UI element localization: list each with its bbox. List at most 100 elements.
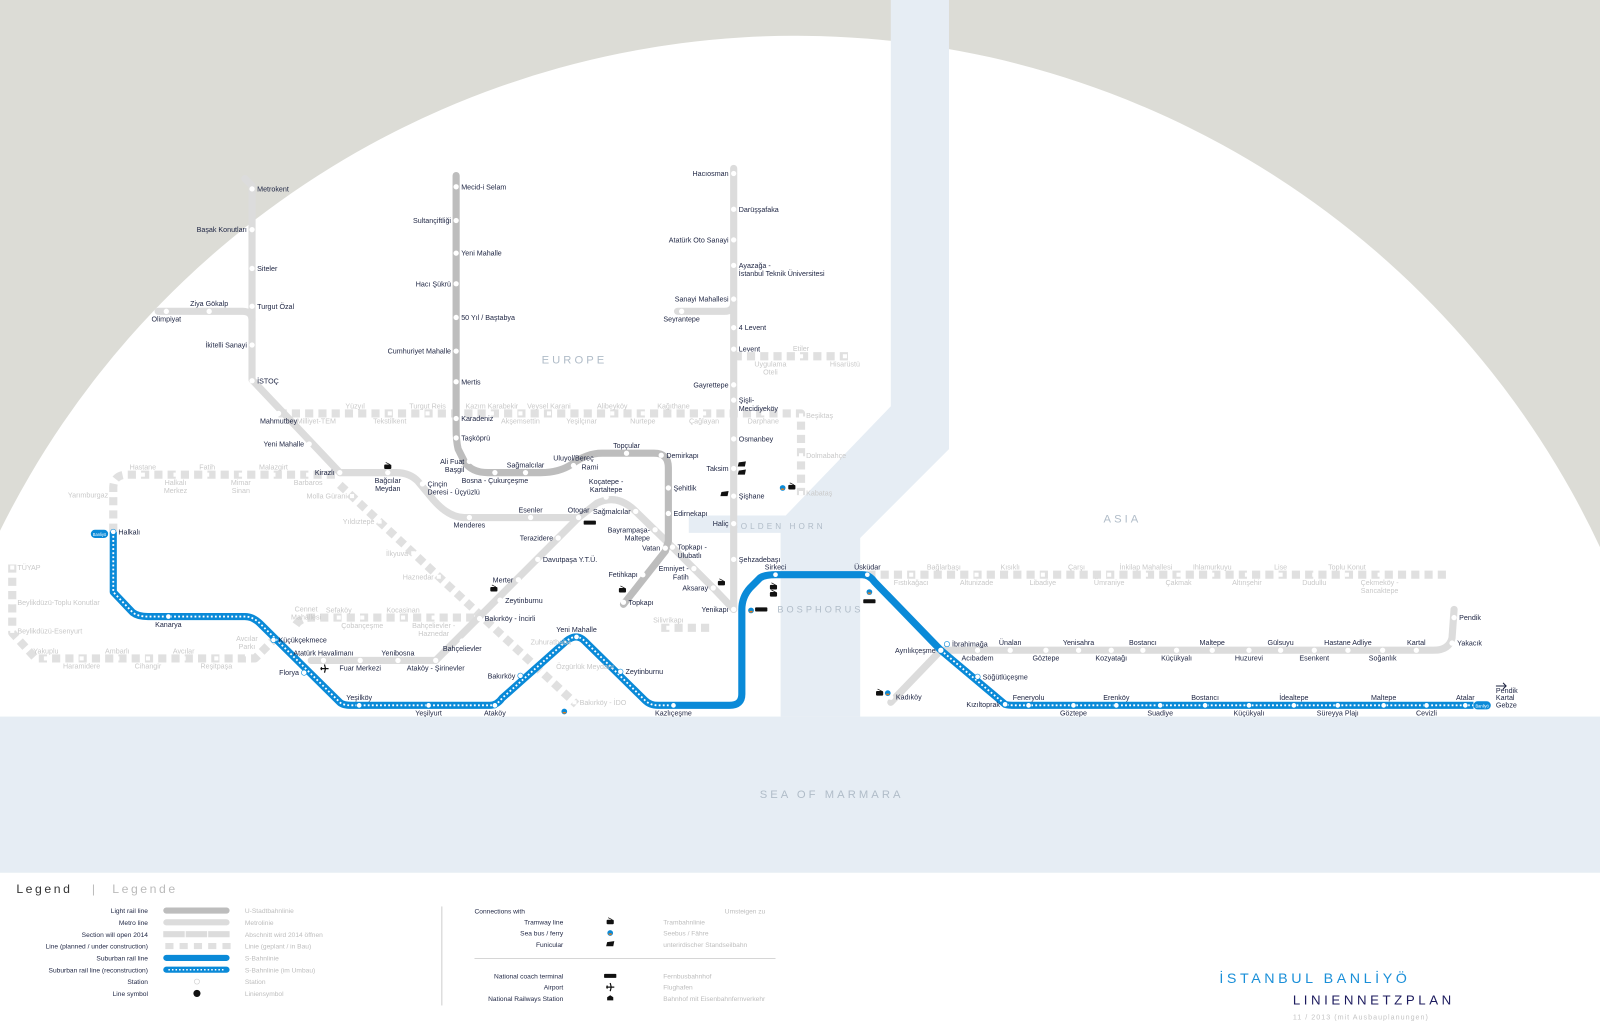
station-marker[interactable] — [1040, 572, 1045, 577]
station[interactable]: Yeni Mahalle — [556, 626, 597, 640]
station-marker[interactable] — [249, 342, 255, 348]
station[interactable]: Terazidere — [520, 534, 561, 542]
station-marker[interactable] — [314, 411, 319, 416]
station[interactable]: Soğanlık — [1369, 647, 1397, 663]
station-marker[interactable] — [79, 656, 84, 661]
station[interactable]: Ayazağa -İstanbul Teknik Üniversitesi — [731, 262, 825, 278]
station-marker[interactable] — [731, 325, 737, 331]
station[interactable]: Bostancı — [1129, 639, 1157, 653]
station-marker[interactable] — [798, 453, 804, 458]
station-marker[interactable] — [548, 664, 554, 669]
station[interactable]: Hacıosman — [693, 170, 737, 178]
station[interactable]: Emniyet -Fatih — [659, 565, 697, 581]
station[interactable]: Sultançiftliği — [413, 217, 459, 225]
line-m1-segment[interactable] — [336, 469, 583, 522]
station-marker[interactable] — [518, 411, 523, 416]
station[interactable]: Koçatepe -Kartaltepe — [589, 478, 624, 500]
station-marker[interactable] — [43, 656, 48, 661]
station[interactable]: Bahçelievler -Haznedar — [412, 615, 456, 638]
station[interactable]: Mertis — [453, 378, 481, 386]
line-m3-segment[interactable] — [241, 175, 344, 477]
station[interactable]: Ümraniye — [1094, 572, 1125, 587]
station-marker[interactable] — [640, 572, 646, 578]
station[interactable]: Yarımburgaz — [68, 492, 116, 500]
station[interactable]: Sağmalcılar — [593, 508, 639, 516]
station-marker[interactable] — [244, 652, 249, 657]
station[interactable]: Bakırköy — [488, 672, 524, 680]
station-marker[interactable] — [270, 637, 277, 643]
station-marker[interactable] — [665, 510, 672, 517]
station[interactable]: Darüşşafaka — [731, 206, 779, 214]
station[interactable]: Gayrettepe — [693, 381, 737, 389]
station[interactable]: Fıstıkağacı — [894, 572, 929, 587]
station[interactable]: Kazım Karabekir — [466, 402, 519, 416]
station[interactable]: Atalar — [1456, 694, 1475, 709]
station[interactable]: Ihlamurkuyu — [1193, 564, 1232, 577]
station-marker[interactable] — [1209, 647, 1215, 653]
station-marker[interactable] — [798, 490, 804, 496]
station-marker[interactable] — [1007, 647, 1013, 653]
station[interactable]: Sefaköy — [326, 606, 352, 620]
station-marker[interactable] — [453, 184, 459, 190]
station-marker[interactable] — [145, 656, 150, 661]
station[interactable]: Hacı Şükrü — [416, 280, 459, 288]
station[interactable]: Milliyet-TEM — [297, 411, 336, 426]
station[interactable]: Şişli-Mecidiyeköy — [731, 397, 778, 413]
station[interactable]: Atatürk Oto Sanayi — [669, 236, 737, 244]
station-marker[interactable] — [1246, 647, 1252, 653]
station-marker[interactable] — [842, 354, 847, 359]
station-marker[interactable] — [304, 622, 309, 627]
station-marker[interactable] — [453, 250, 459, 256]
station[interactable]: İbrahimağa — [943, 640, 988, 649]
station-marker[interactable] — [522, 469, 529, 476]
station[interactable]: Fuar Merkezi — [339, 657, 381, 673]
line-pb-segment[interactable] — [8, 564, 277, 663]
station[interactable]: Bağlarbaşı — [927, 564, 961, 577]
station[interactable]: Bosna - Çukurçeşme — [462, 469, 529, 485]
station-marker[interactable] — [115, 656, 120, 661]
station-marker[interactable] — [1344, 572, 1349, 577]
station-marker[interactable] — [974, 572, 979, 577]
station-marker[interactable] — [431, 615, 436, 620]
station-marker[interactable] — [515, 577, 522, 583]
station[interactable]: Suadiye — [1147, 702, 1173, 718]
station[interactable]: Feneryolu — [1013, 694, 1045, 709]
station[interactable]: Kazlıçeşme — [655, 702, 692, 718]
station-marker[interactable] — [1449, 640, 1455, 646]
station[interactable]: Bostancı — [1191, 694, 1219, 709]
station[interactable]: Ataköy — [484, 702, 506, 718]
station-marker[interactable] — [731, 465, 737, 472]
station-marker[interactable] — [665, 485, 672, 491]
station[interactable]: Rami — [581, 456, 599, 472]
station-marker[interactable] — [337, 469, 343, 476]
station[interactable]: Taksim — [706, 465, 737, 473]
station[interactable]: Başak Konutları — [197, 226, 255, 234]
station[interactable]: Otogar — [568, 506, 590, 521]
station-marker[interactable] — [173, 472, 178, 477]
station[interactable]: Topkapı -Ulubatlı — [669, 544, 708, 560]
station-marker[interactable] — [1345, 647, 1351, 653]
station-marker[interactable] — [1380, 647, 1386, 653]
station-marker[interactable] — [731, 170, 737, 177]
station[interactable]: Molla Gürani — [307, 493, 355, 501]
station-marker[interactable] — [669, 544, 676, 550]
station[interactable]: Fatih — [199, 464, 215, 477]
station-marker[interactable] — [1008, 572, 1013, 577]
station-marker[interactable] — [10, 565, 15, 570]
station-marker[interactable] — [610, 411, 615, 416]
station-marker[interactable] — [761, 411, 766, 416]
station-marker[interactable] — [385, 469, 391, 476]
station-marker[interactable] — [306, 441, 312, 447]
station[interactable]: Sirkeci — [765, 564, 787, 578]
station[interactable]: Beylikdüzü-Esenyurt — [10, 627, 82, 635]
station[interactable]: Etiler — [793, 345, 810, 359]
station[interactable]: Hisarüstü — [830, 354, 860, 368]
station[interactable]: İlkyuva — [386, 549, 416, 558]
station-marker[interactable] — [238, 472, 243, 477]
line-m4-segment[interactable] — [887, 605, 1458, 706]
station-marker[interactable] — [1043, 647, 1049, 653]
station[interactable]: Yüzyıl — [345, 402, 365, 416]
station[interactable]: Cumhuriyet Mahalle — [388, 348, 459, 356]
